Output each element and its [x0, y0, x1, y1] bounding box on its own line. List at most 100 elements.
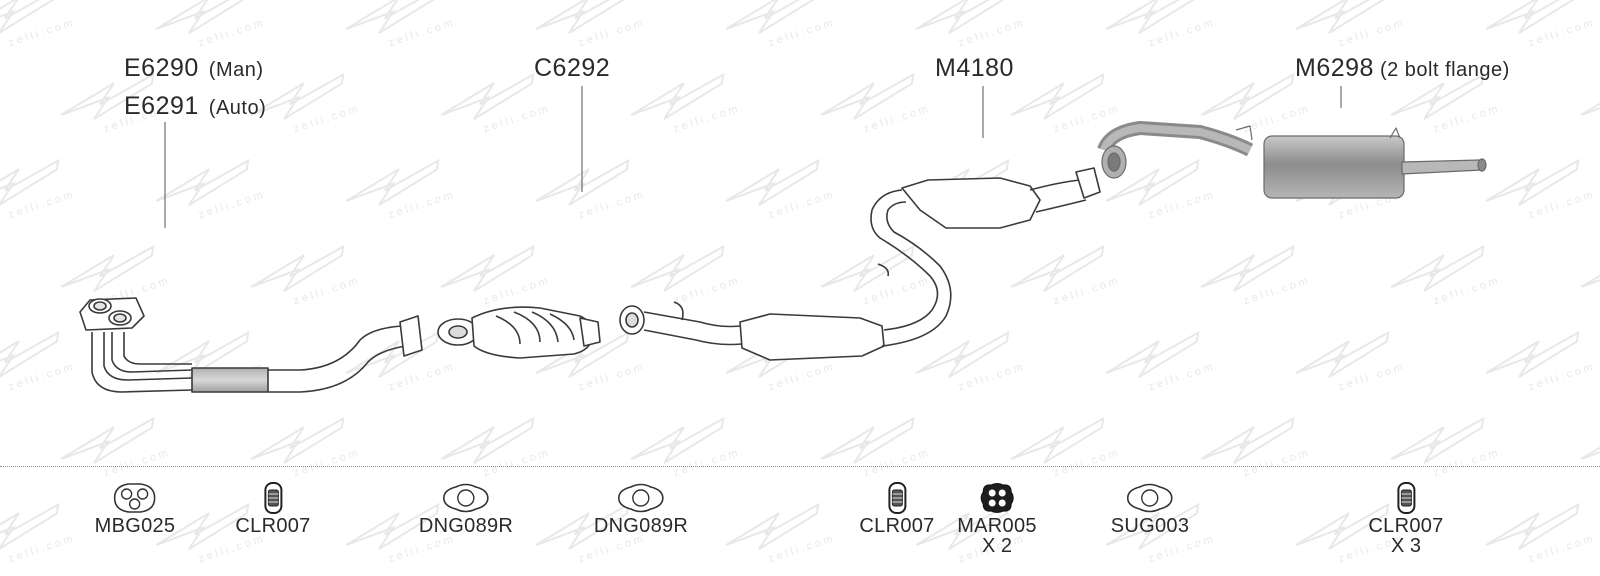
watermark-logo	[535, 502, 630, 550]
watermark-logo	[1485, 502, 1580, 550]
watermark-logo	[155, 158, 250, 206]
watermark-logo	[440, 244, 535, 292]
watermark-logo	[1010, 72, 1105, 120]
fitting-mbg025: MBG025	[95, 480, 176, 537]
watermark-logo	[1390, 416, 1485, 464]
watermark-logo	[1485, 0, 1580, 34]
watermark-logo	[1390, 244, 1485, 292]
watermark-logo	[725, 502, 820, 550]
watermark-logo	[1105, 502, 1200, 550]
part-code: M6298	[1295, 54, 1374, 82]
watermark-logo	[60, 244, 155, 292]
fitting-sug003: SUG003	[1111, 480, 1190, 537]
watermark-logo	[1390, 72, 1485, 120]
watermark-logo	[820, 244, 915, 292]
watermark-logo	[725, 158, 820, 206]
fitting-clr007-c: CLR007 X 3	[1368, 480, 1444, 557]
clamp-icon	[888, 482, 906, 514]
fitting-dng089r-a: DNG089R	[419, 480, 513, 537]
watermark-logo	[1485, 158, 1580, 206]
watermark-logo	[915, 330, 1010, 378]
rubber-mount-icon	[980, 483, 1014, 513]
watermark-logo	[250, 416, 345, 464]
clamp-icon	[264, 482, 282, 514]
watermark-logo	[155, 502, 250, 550]
fitting-code: DNG089R	[418, 515, 514, 537]
fitting-code: DNG089R	[593, 515, 689, 537]
watermark-logo	[155, 0, 250, 34]
watermark-logo	[820, 72, 915, 120]
watermark-logo	[1105, 0, 1200, 34]
part-code: C6292	[534, 54, 611, 82]
watermark-logo	[1010, 416, 1105, 464]
watermark-logo	[0, 158, 60, 206]
fitting-clr007-b: CLR007	[859, 480, 934, 537]
fitting-code: MBG025	[94, 515, 176, 537]
fitting-code: CLR007	[235, 515, 311, 537]
triple-hole-gasket-icon	[114, 483, 156, 513]
watermark-logo	[630, 244, 725, 292]
watermark-logo	[0, 502, 60, 550]
flange-gasket-icon	[443, 483, 489, 513]
part-label-c6292: C6292	[534, 54, 610, 83]
part-code: M4180	[935, 54, 1014, 82]
watermark-logo	[345, 330, 440, 378]
watermark-logo	[440, 416, 535, 464]
leader-lines	[164, 86, 1342, 228]
watermark-logo	[1485, 330, 1580, 378]
watermark-logo	[1200, 416, 1295, 464]
watermark-logo	[0, 0, 60, 34]
fitting-clr007-a: CLR007	[235, 480, 310, 537]
watermark-logo	[0, 330, 60, 378]
fittings-divider	[0, 466, 1600, 467]
fitting-mar005: MAR005 X 2	[957, 480, 1037, 557]
fitting-code: CLR007	[859, 515, 935, 537]
front-pipe-drawing	[79, 297, 423, 393]
watermark-logo	[250, 72, 345, 120]
watermark-logo	[535, 0, 630, 34]
watermark-logo	[1295, 330, 1390, 378]
part-label-e6290: E6290 (Man)	[124, 54, 264, 83]
part-note: (Man)	[208, 59, 264, 81]
watermark-logo	[60, 72, 155, 120]
part-note: (Auto)	[208, 97, 267, 119]
watermark-logo	[345, 502, 440, 550]
flange-gasket-icon	[1127, 483, 1173, 513]
watermark-logo	[1105, 158, 1200, 206]
flange-gasket-icon	[618, 483, 664, 513]
watermark-logo	[250, 244, 345, 292]
fitting-code: CLR007	[1368, 515, 1444, 537]
part-code: E6291	[124, 92, 199, 120]
watermark-logo	[345, 158, 440, 206]
watermark-logo	[1295, 0, 1390, 34]
part-label-e6291: E6291 (Auto)	[124, 92, 266, 121]
watermark-logo	[60, 416, 155, 464]
fitting-qty: X 2	[981, 535, 1013, 557]
intermediate-pipe-drawing	[619, 167, 1101, 361]
part-code: E6290	[124, 54, 199, 82]
watermark-logo	[630, 72, 725, 120]
watermark-logo	[725, 0, 820, 34]
fitting-qty: X 3	[1390, 535, 1422, 557]
watermark-logo	[1010, 244, 1105, 292]
watermark-logo	[345, 0, 440, 34]
watermark-logo	[820, 416, 915, 464]
catalytic-converter-drawing	[437, 306, 601, 359]
rear-silencer-drawing	[1097, 121, 1487, 199]
watermark-logo	[440, 72, 535, 120]
watermark-logo	[1105, 330, 1200, 378]
clamp-icon	[1397, 482, 1415, 514]
fitting-dng089r-b: DNG089R	[594, 480, 688, 537]
watermark-logo	[535, 158, 630, 206]
watermark-logo	[155, 330, 250, 378]
watermark-logo	[1200, 72, 1295, 120]
watermark-logo	[1200, 244, 1295, 292]
fitting-code: SUG003	[1110, 515, 1190, 537]
part-label-m6298: M6298(2 bolt flange)	[1295, 54, 1510, 83]
part-label-m4180: M4180	[935, 54, 1014, 83]
watermark-logo	[630, 416, 725, 464]
fitting-code: MAR005	[957, 515, 1037, 537]
part-note: (2 bolt flange)	[1379, 59, 1510, 81]
